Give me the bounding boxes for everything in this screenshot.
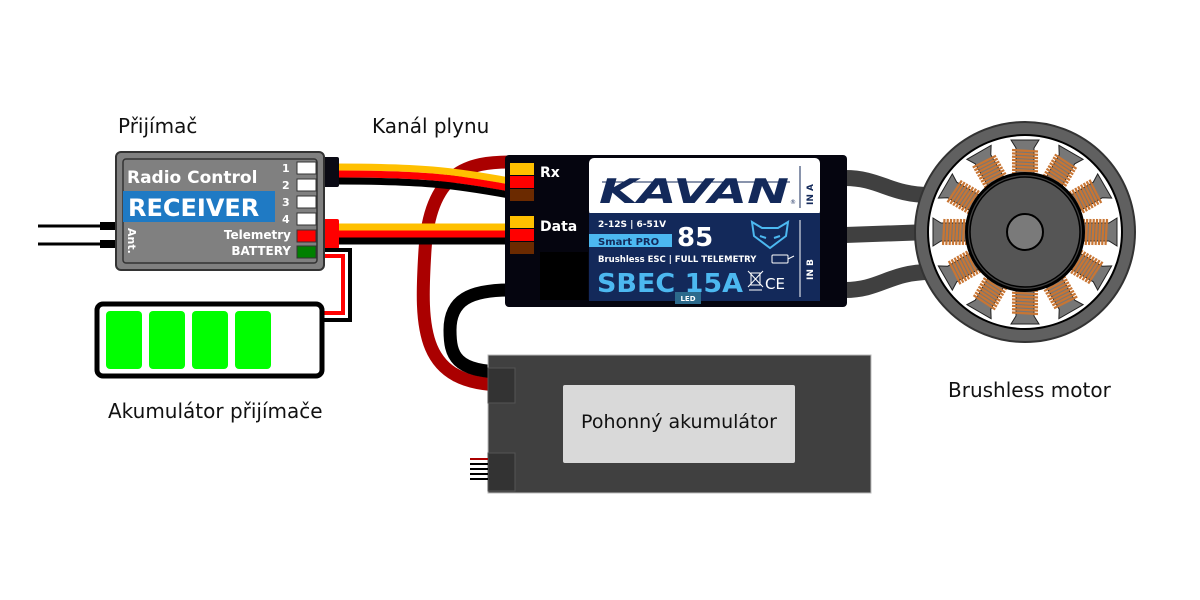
channel-3-label: 3 <box>282 196 290 209</box>
esc-rx-plus-pin[interactable] <box>510 176 534 188</box>
esc-data-minus-pin[interactable] <box>510 242 534 254</box>
throttle-cable <box>334 163 516 200</box>
telemetry-port[interactable] <box>296 229 317 243</box>
drive-battery: Pohonný akumulátor <box>470 354 872 494</box>
receiver-caption: Přijímač <box>118 114 197 138</box>
esc-rx-minus-pin[interactable] <box>510 189 534 201</box>
drive-battery-label: Pohonný akumulátor <box>581 411 777 433</box>
esc-fox-logo-icon <box>750 220 790 250</box>
receiver-battery <box>94 301 325 379</box>
esc-in-a-label: IN A <box>806 184 816 205</box>
esc-model-number: 85 <box>677 223 713 253</box>
esc-label-white <box>589 158 820 216</box>
esc-rx-label: Rx <box>540 165 560 181</box>
esc-data-plus-pin[interactable] <box>510 229 534 241</box>
stator-tooth <box>932 217 970 247</box>
power-cable-red <box>416 155 511 392</box>
stator-tooth <box>1010 287 1040 325</box>
antenna-label: Ant. <box>125 228 138 254</box>
esc-rx-signal-pin[interactable] <box>510 163 534 175</box>
stator-tooth <box>937 248 982 292</box>
battery-port-label: BATTERY <box>231 244 291 258</box>
drive-battery-balance-plug[interactable] <box>487 452 516 492</box>
battery-cell <box>235 311 271 369</box>
esc-series-highlight <box>589 234 672 247</box>
receiver-battery-lead-red <box>322 254 345 315</box>
motor-shaft <box>1006 213 1044 251</box>
esc-led-label: LED <box>680 295 695 303</box>
channel-2-port[interactable] <box>296 178 317 192</box>
esc-data-label: Data <box>540 219 577 235</box>
telemetry-connector <box>323 219 339 249</box>
channel-3-port[interactable] <box>296 195 317 209</box>
antenna-wires <box>38 222 118 248</box>
channel-1-label: 1 <box>282 162 290 175</box>
drive-battery-label-box <box>563 385 795 463</box>
motor-caption: Brushless motor <box>948 378 1112 402</box>
stator-tooth <box>1042 144 1085 190</box>
esc-in-b-label: IN B <box>806 259 816 280</box>
stator-tooth <box>1041 275 1085 320</box>
esc-led-tab <box>675 292 701 304</box>
receiver-battery-lead-black <box>320 248 352 322</box>
ce-mark-icon: CE <box>765 275 785 293</box>
telemetry-label: Telemetry <box>224 228 291 242</box>
esc-data-signal-pin[interactable] <box>510 216 534 228</box>
battery-cell <box>106 311 142 369</box>
esc-brand-logo: KAVAN <box>599 172 789 212</box>
throttle-channel-caption: Kanál plynu <box>372 114 489 138</box>
battery-port[interactable] <box>296 245 317 259</box>
esc-description: Brushless ESC | FULL TELEMETRY <box>598 255 757 265</box>
battery-cell <box>192 311 228 369</box>
brushless-motor <box>914 121 1136 343</box>
esc-registered-mark: ® <box>790 199 796 206</box>
channel-1-port[interactable] <box>296 161 317 175</box>
receiver: Radio Control RECEIVER Ant. 1 2 3 4 Tele… <box>115 151 325 271</box>
esc: Rx Data KAVAN ® IN A 2-12S | 6-51V Smart… <box>505 155 847 307</box>
throttle-connector <box>323 157 339 187</box>
channel-4-port[interactable] <box>296 212 317 226</box>
battery-cell <box>149 311 185 369</box>
balance-wires <box>470 458 488 480</box>
stator-tooth <box>1010 139 1040 177</box>
channel-2-label: 2 <box>282 179 290 192</box>
esc-label-blue <box>589 213 820 301</box>
weee-bin-icon <box>747 270 764 291</box>
esc-spec-text: 2-12S | 6-51V <box>598 220 666 230</box>
usb-link-icon <box>771 254 795 264</box>
receiver-title-highlight <box>123 191 275 222</box>
power-cable-black <box>443 283 511 379</box>
esc-series-text: Smart PRO <box>598 237 659 248</box>
esc-led-window <box>540 252 588 300</box>
receiver-battery-caption: Akumulátor přijímače <box>108 399 323 423</box>
telemetry-cable <box>335 223 515 245</box>
drive-battery-power-plug[interactable] <box>487 367 516 404</box>
receiver-subtitle: RECEIVER <box>128 194 259 222</box>
channel-4-label: 4 <box>282 213 290 226</box>
receiver-title: Radio Control <box>127 168 257 188</box>
battery-cells <box>106 311 271 369</box>
esc-sbec-text: SBEC 15A <box>597 269 743 299</box>
